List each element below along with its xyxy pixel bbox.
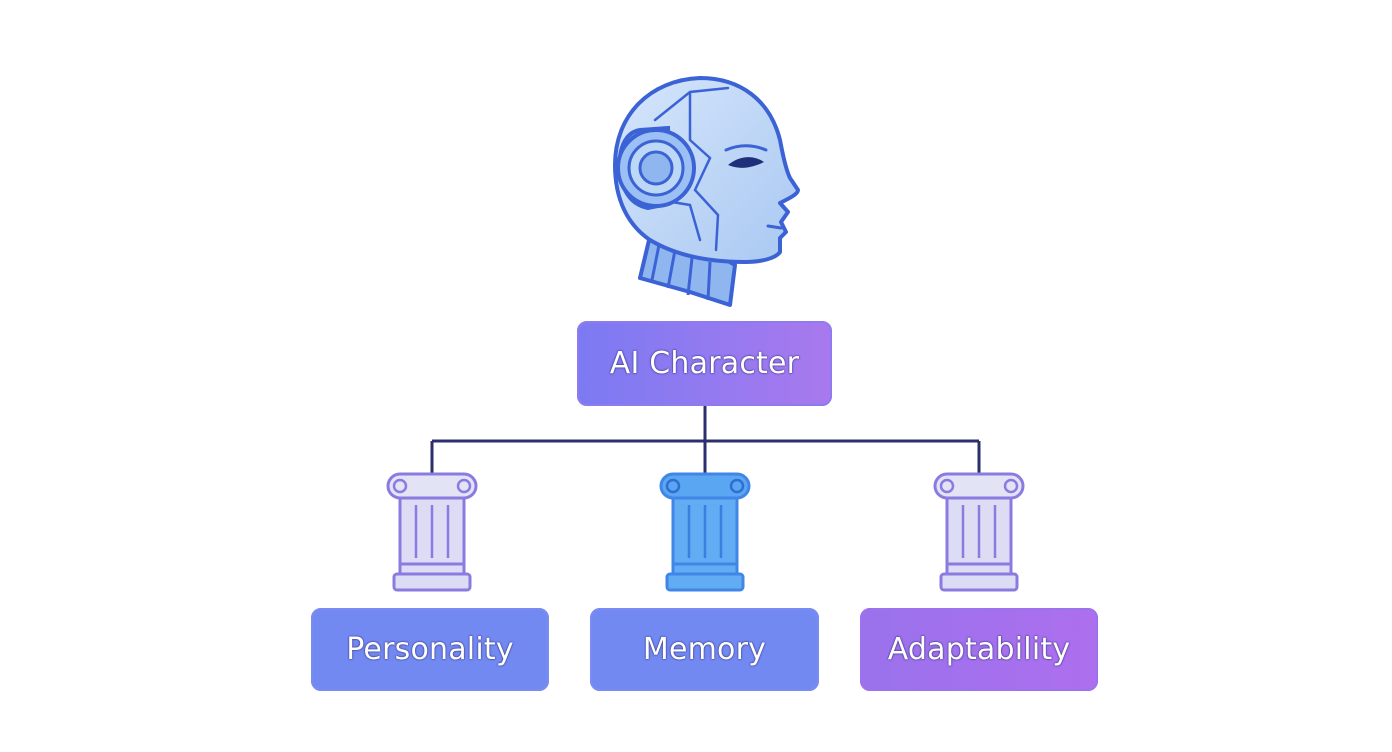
connector-lines	[430, 406, 981, 474]
root-box-fill	[577, 321, 832, 406]
child-node-personality: Personality	[311, 608, 549, 691]
pillar-icon-memory	[659, 472, 751, 592]
child-node-memory: Memory	[590, 608, 819, 691]
memory-box-fill	[590, 608, 819, 691]
personality-box-fill	[311, 608, 549, 691]
child-node-adaptability: Adaptability	[860, 608, 1098, 691]
adaptability-box-fill	[860, 608, 1098, 691]
pillar-icon-personality	[386, 472, 478, 592]
root-node-ai-character: AI Character	[577, 321, 832, 406]
robot-head-icon	[613, 76, 800, 307]
pillar-icon-adaptability	[933, 472, 1025, 592]
